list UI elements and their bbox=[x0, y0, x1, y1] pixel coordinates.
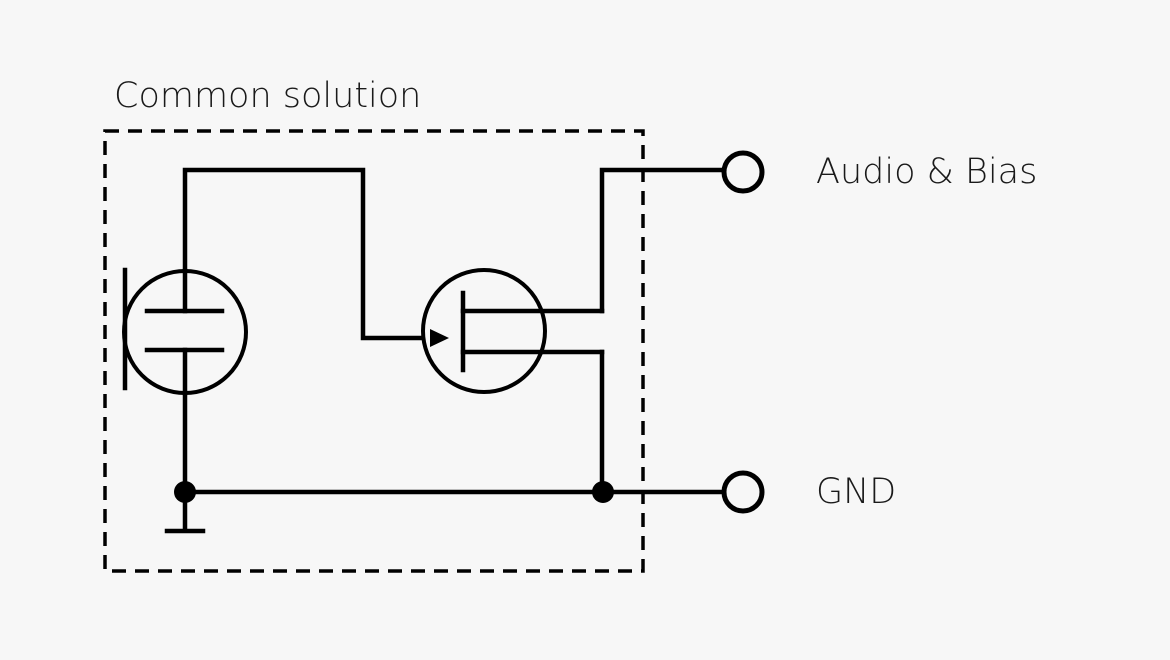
gnd-label: GND bbox=[816, 472, 896, 512]
audio-bias-label: Audio & Bias bbox=[816, 152, 1037, 192]
junction-dot-right bbox=[592, 481, 614, 503]
audio-bias-terminal bbox=[721, 150, 765, 194]
dashed-enclosure bbox=[103, 129, 645, 573]
gate-arrow bbox=[430, 329, 449, 347]
diagram-title: Common solution bbox=[114, 76, 421, 116]
gate-wire bbox=[182, 167, 423, 341]
microphone-capsule-symbol bbox=[122, 267, 248, 396]
jfet-symbol bbox=[421, 268, 605, 394]
gnd-terminal bbox=[721, 470, 765, 514]
audio-bias-wire bbox=[599, 167, 725, 314]
jfet-circle bbox=[421, 268, 547, 394]
